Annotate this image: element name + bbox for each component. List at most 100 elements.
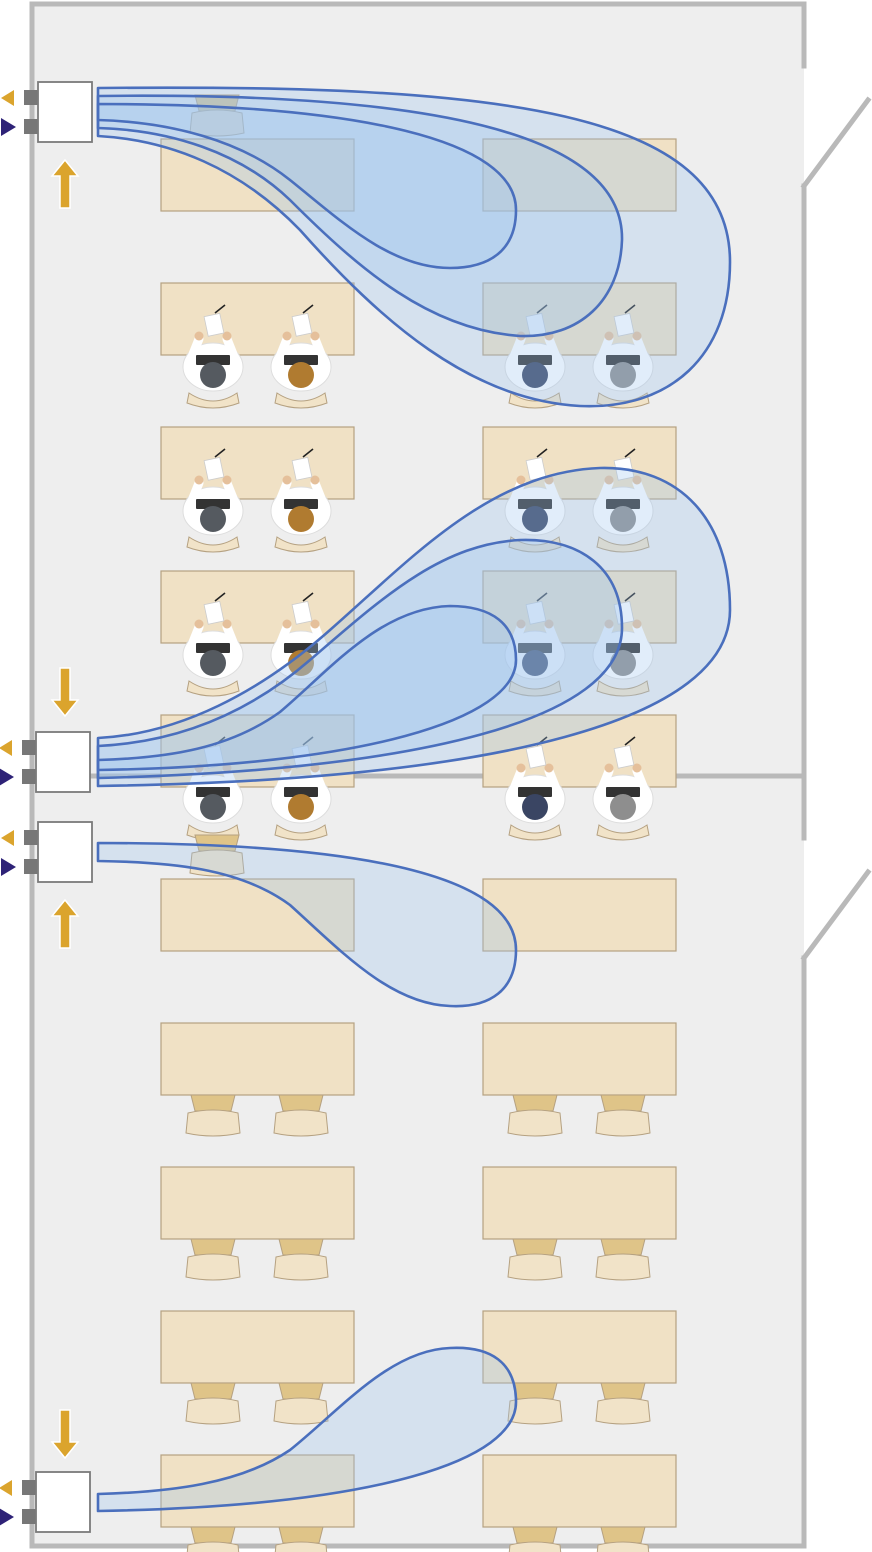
chair-seat: [274, 824, 328, 841]
chair-seat: [507, 1253, 563, 1281]
chair-back: [278, 1382, 324, 1400]
person-arm: [596, 766, 614, 796]
ventilation-unit: [1, 821, 93, 949]
person-hand: [310, 475, 320, 485]
laptop: [606, 499, 640, 509]
empty-classroom-desk-group: [482, 1454, 677, 1552]
person-arm: [310, 622, 328, 652]
person-arm: [274, 334, 292, 364]
pen: [624, 592, 636, 602]
chair: [507, 1238, 563, 1281]
seated-person: [270, 448, 332, 553]
supply-arrow-icon: [1, 858, 16, 876]
desk: [160, 426, 355, 500]
person-hand: [194, 331, 204, 341]
laptop: [284, 499, 318, 509]
person-arm: [544, 478, 562, 508]
airflow-arrow-icon: [50, 158, 80, 209]
seated-person: [270, 736, 332, 841]
paper-sheet: [203, 456, 225, 481]
exhaust-arrow-icon: [0, 1480, 12, 1496]
desk: [482, 1310, 677, 1384]
desk: [160, 570, 355, 644]
person-arm: [596, 478, 614, 508]
air-stream-lower-top: [96, 841, 518, 1008]
seated-person: [504, 304, 566, 409]
seated-person: [592, 304, 654, 409]
chair-seat: [596, 1541, 650, 1552]
chair-back: [190, 1094, 236, 1112]
desk: [160, 1166, 355, 1240]
supply-arrow-icon: [0, 768, 14, 786]
chair-seat: [273, 1253, 329, 1281]
person-arm: [222, 334, 240, 364]
laptop: [196, 499, 230, 509]
person-head: [200, 794, 226, 820]
laptop: [284, 787, 318, 797]
pen: [536, 304, 548, 314]
person-arm: [310, 334, 328, 364]
paper-sheet: [291, 312, 313, 337]
ventilation-unit: [0, 667, 91, 793]
ventilation-unit: [0, 1409, 91, 1533]
seated-person: [182, 304, 244, 409]
chair: [507, 1382, 563, 1425]
person-arm: [508, 334, 526, 364]
person-hand: [632, 331, 642, 341]
person-head: [200, 650, 226, 676]
person-arm: [632, 766, 650, 796]
chair-back: [512, 1526, 558, 1544]
empty-classroom-desk-group: [482, 1310, 677, 1425]
person-hand: [222, 331, 232, 341]
chair-back: [512, 1238, 558, 1256]
occupied-classroom-desk-group: [482, 714, 677, 841]
ventilation-unit-housing: [37, 81, 93, 143]
desk: [160, 1310, 355, 1384]
person-head: [288, 362, 314, 388]
person-arm: [310, 478, 328, 508]
chair-seat: [186, 680, 240, 697]
person-arm: [544, 334, 562, 364]
chair-seat: [596, 824, 650, 841]
chair-back: [600, 1238, 646, 1256]
chair: [185, 1382, 241, 1425]
person-hand: [604, 331, 614, 341]
exhaust-duct: [24, 830, 38, 845]
chair-back: [600, 1094, 646, 1112]
person-arm: [310, 766, 328, 796]
person-hand: [282, 619, 292, 629]
chair-seat: [508, 1541, 562, 1552]
supply-duct: [22, 769, 36, 784]
chair: [186, 1526, 240, 1552]
supply-duct: [22, 1509, 36, 1524]
chair-back: [278, 1238, 324, 1256]
airflow-arrow-icon: [50, 667, 80, 718]
air-stream-upper-top-middle: [96, 94, 624, 338]
person-arm: [274, 622, 292, 652]
person-arm: [186, 622, 204, 652]
pen: [624, 736, 636, 746]
person-head: [610, 794, 636, 820]
person-hand: [310, 619, 320, 629]
chair-back: [190, 1238, 236, 1256]
person-head: [610, 506, 636, 532]
person-arm: [186, 334, 204, 364]
ventilation-unit-housing: [35, 1471, 91, 1533]
chair: [595, 1094, 651, 1137]
ventilation-unit-housing: [35, 731, 91, 793]
person-head: [288, 650, 314, 676]
pen: [302, 736, 314, 746]
pen: [302, 448, 314, 458]
seated-person: [504, 592, 566, 697]
person-arm: [508, 766, 526, 796]
chair-back: [278, 1094, 324, 1112]
pen: [214, 592, 226, 602]
desk: [160, 282, 355, 356]
chair-back: [512, 1094, 558, 1112]
supply-arrow-icon: [1, 118, 16, 136]
person-head: [522, 506, 548, 532]
exhaust-duct: [22, 1480, 36, 1495]
laptop: [196, 643, 230, 653]
door-upper-room: [800, 96, 872, 190]
pen: [624, 304, 636, 314]
